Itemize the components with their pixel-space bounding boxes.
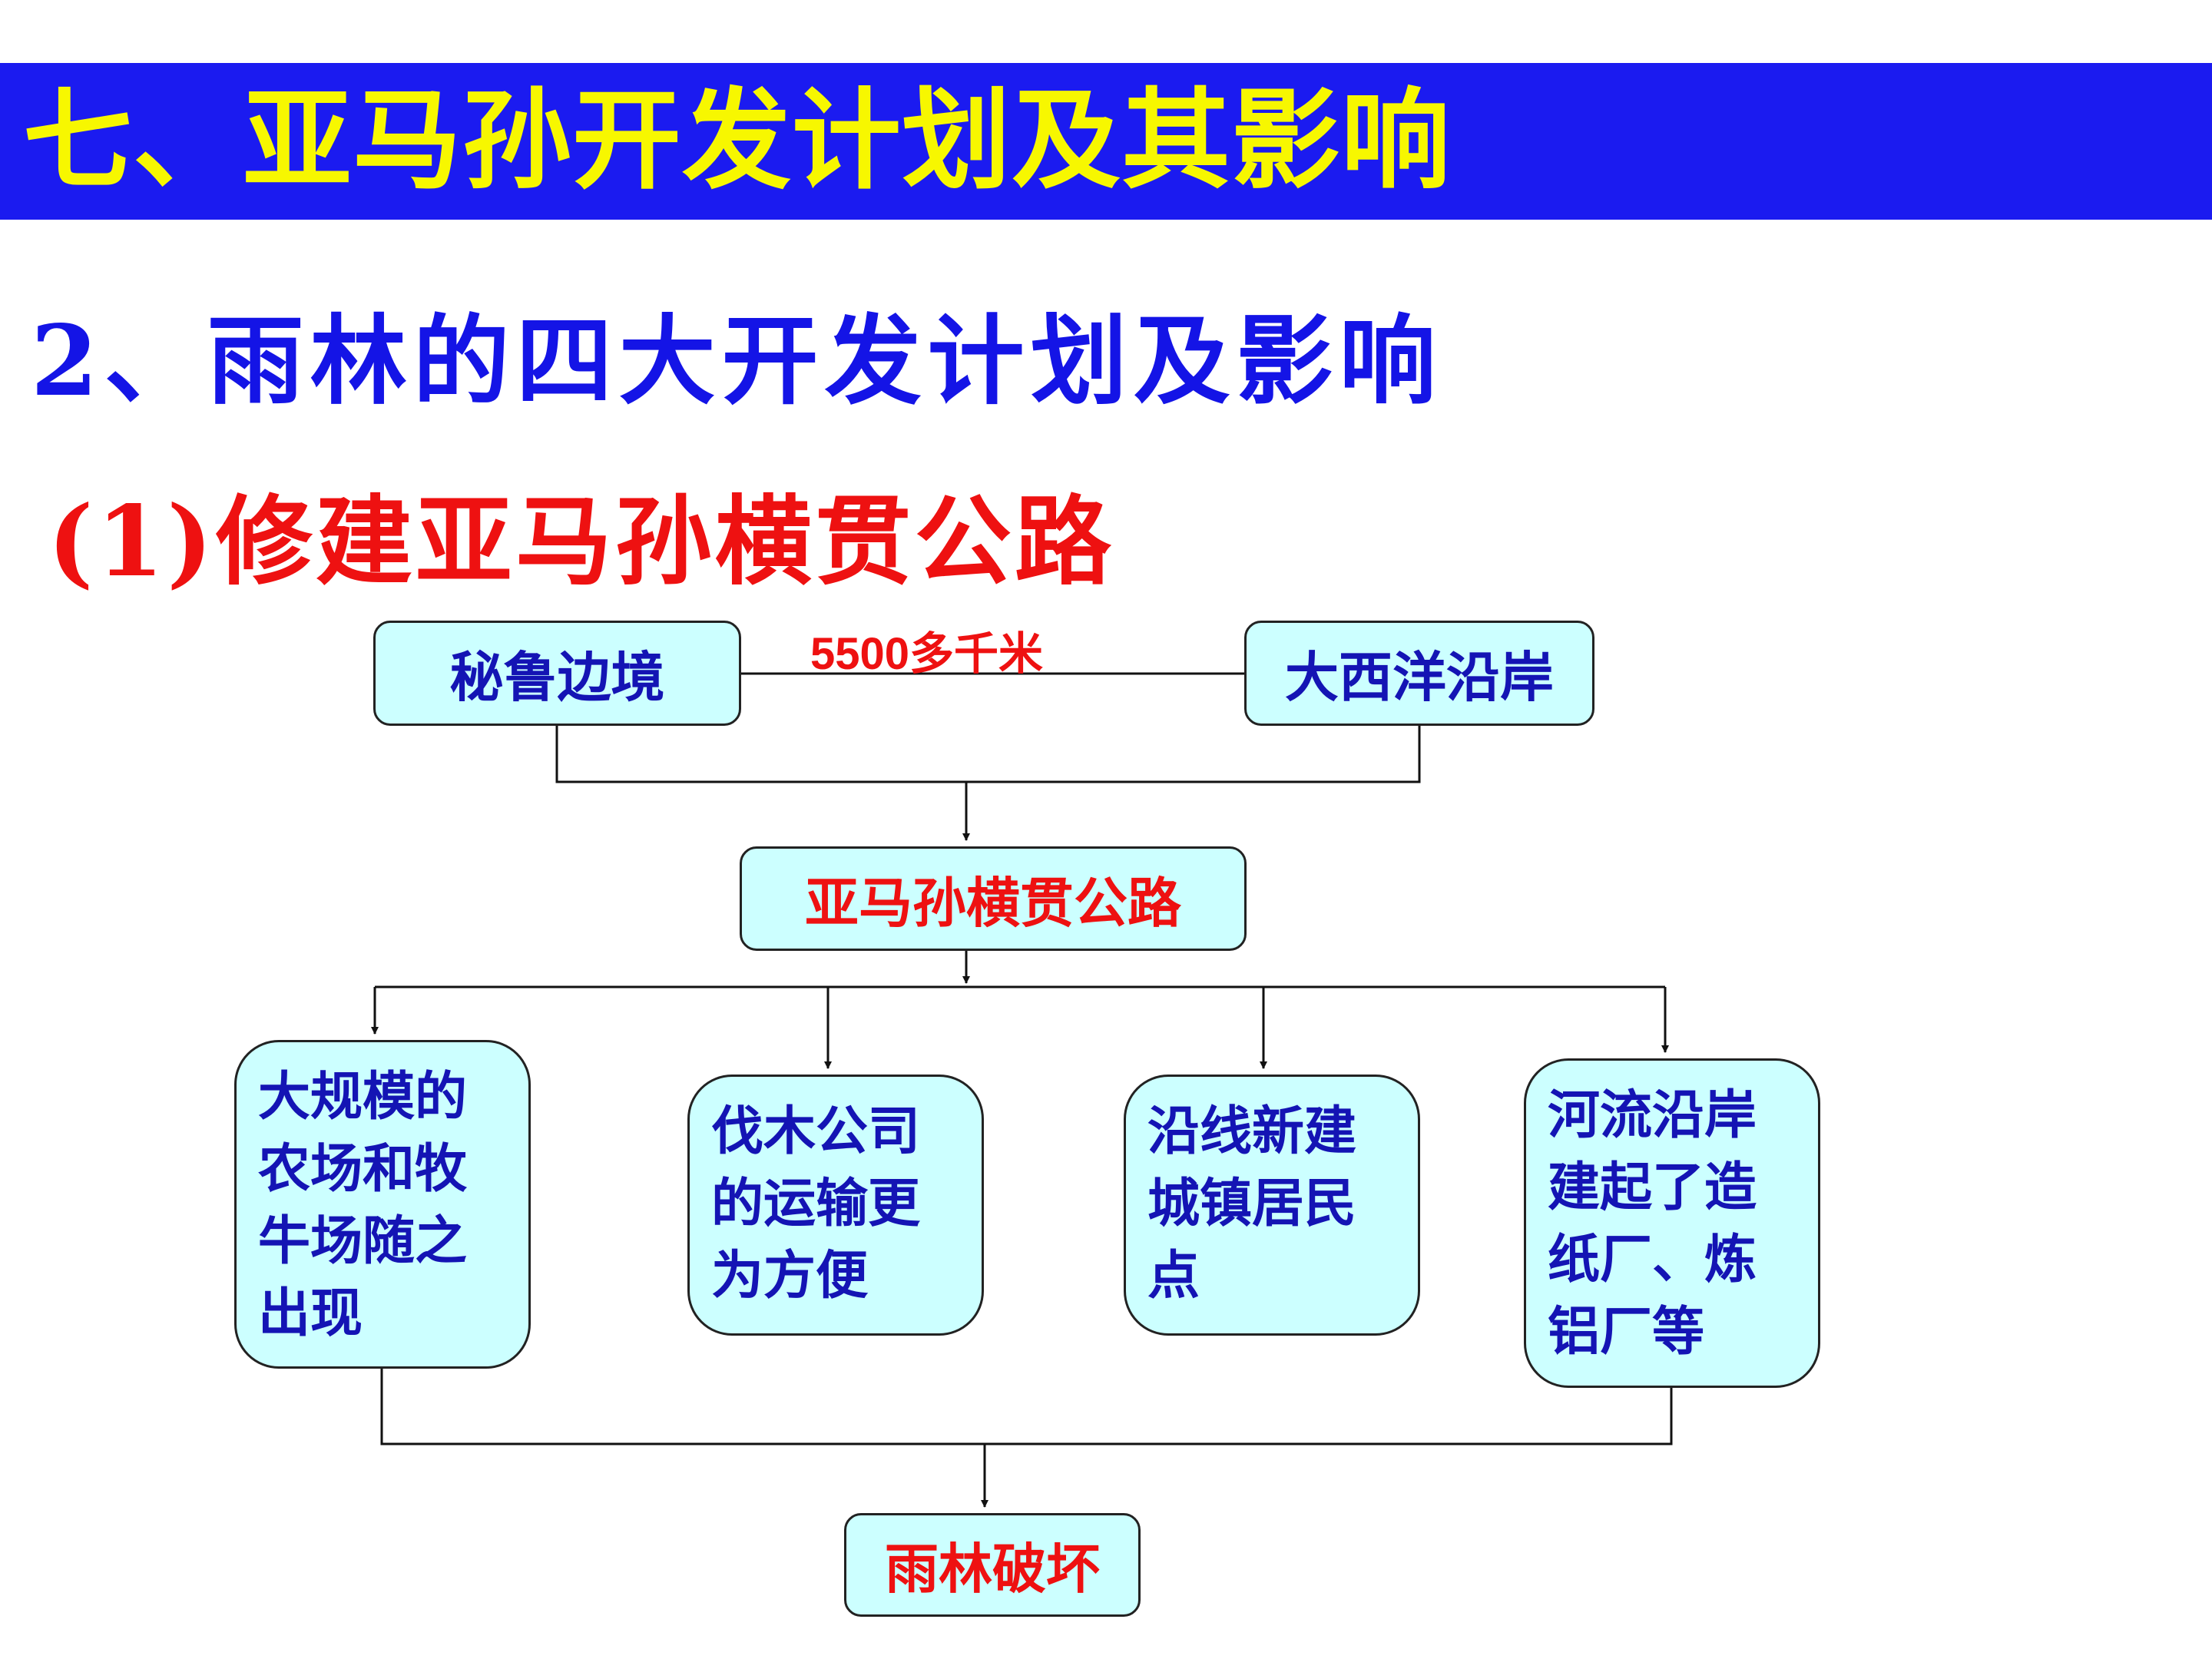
road-box: 亚马孙横贯公路	[740, 846, 1247, 951]
effect-box-towns: 沿线新建城镇居民点	[1124, 1075, 1420, 1336]
distance-label: 5500多千米	[810, 629, 1044, 679]
merge-bracket	[555, 726, 1421, 783]
end-box-atlantic-coast: 大西洋沿岸	[1244, 621, 1594, 726]
result-box-rainforest-damage: 雨林破坏	[844, 1513, 1141, 1617]
page-title: 七、亚马孙开发计划及其影响	[23, 78, 1451, 204]
collect-bracket	[380, 1369, 1673, 1445]
subtitle: 2、雨林的四大开发计划及影响	[31, 304, 1442, 418]
title-bar: 七、亚马孙开发计划及其影响	[0, 63, 2212, 220]
effect-box-logging: 伐木公司的运输更为方便	[687, 1075, 984, 1336]
section-heading: (1)修建亚马孙横贯公路	[48, 485, 1114, 598]
effect-box-farms: 大规模的农场和牧牛场随之出现	[234, 1040, 531, 1369]
effect-box-factories: 河流沿岸建起了造纸厂、炼铝厂等	[1524, 1058, 1820, 1388]
start-box-peru-border: 秘鲁边境	[373, 621, 741, 726]
